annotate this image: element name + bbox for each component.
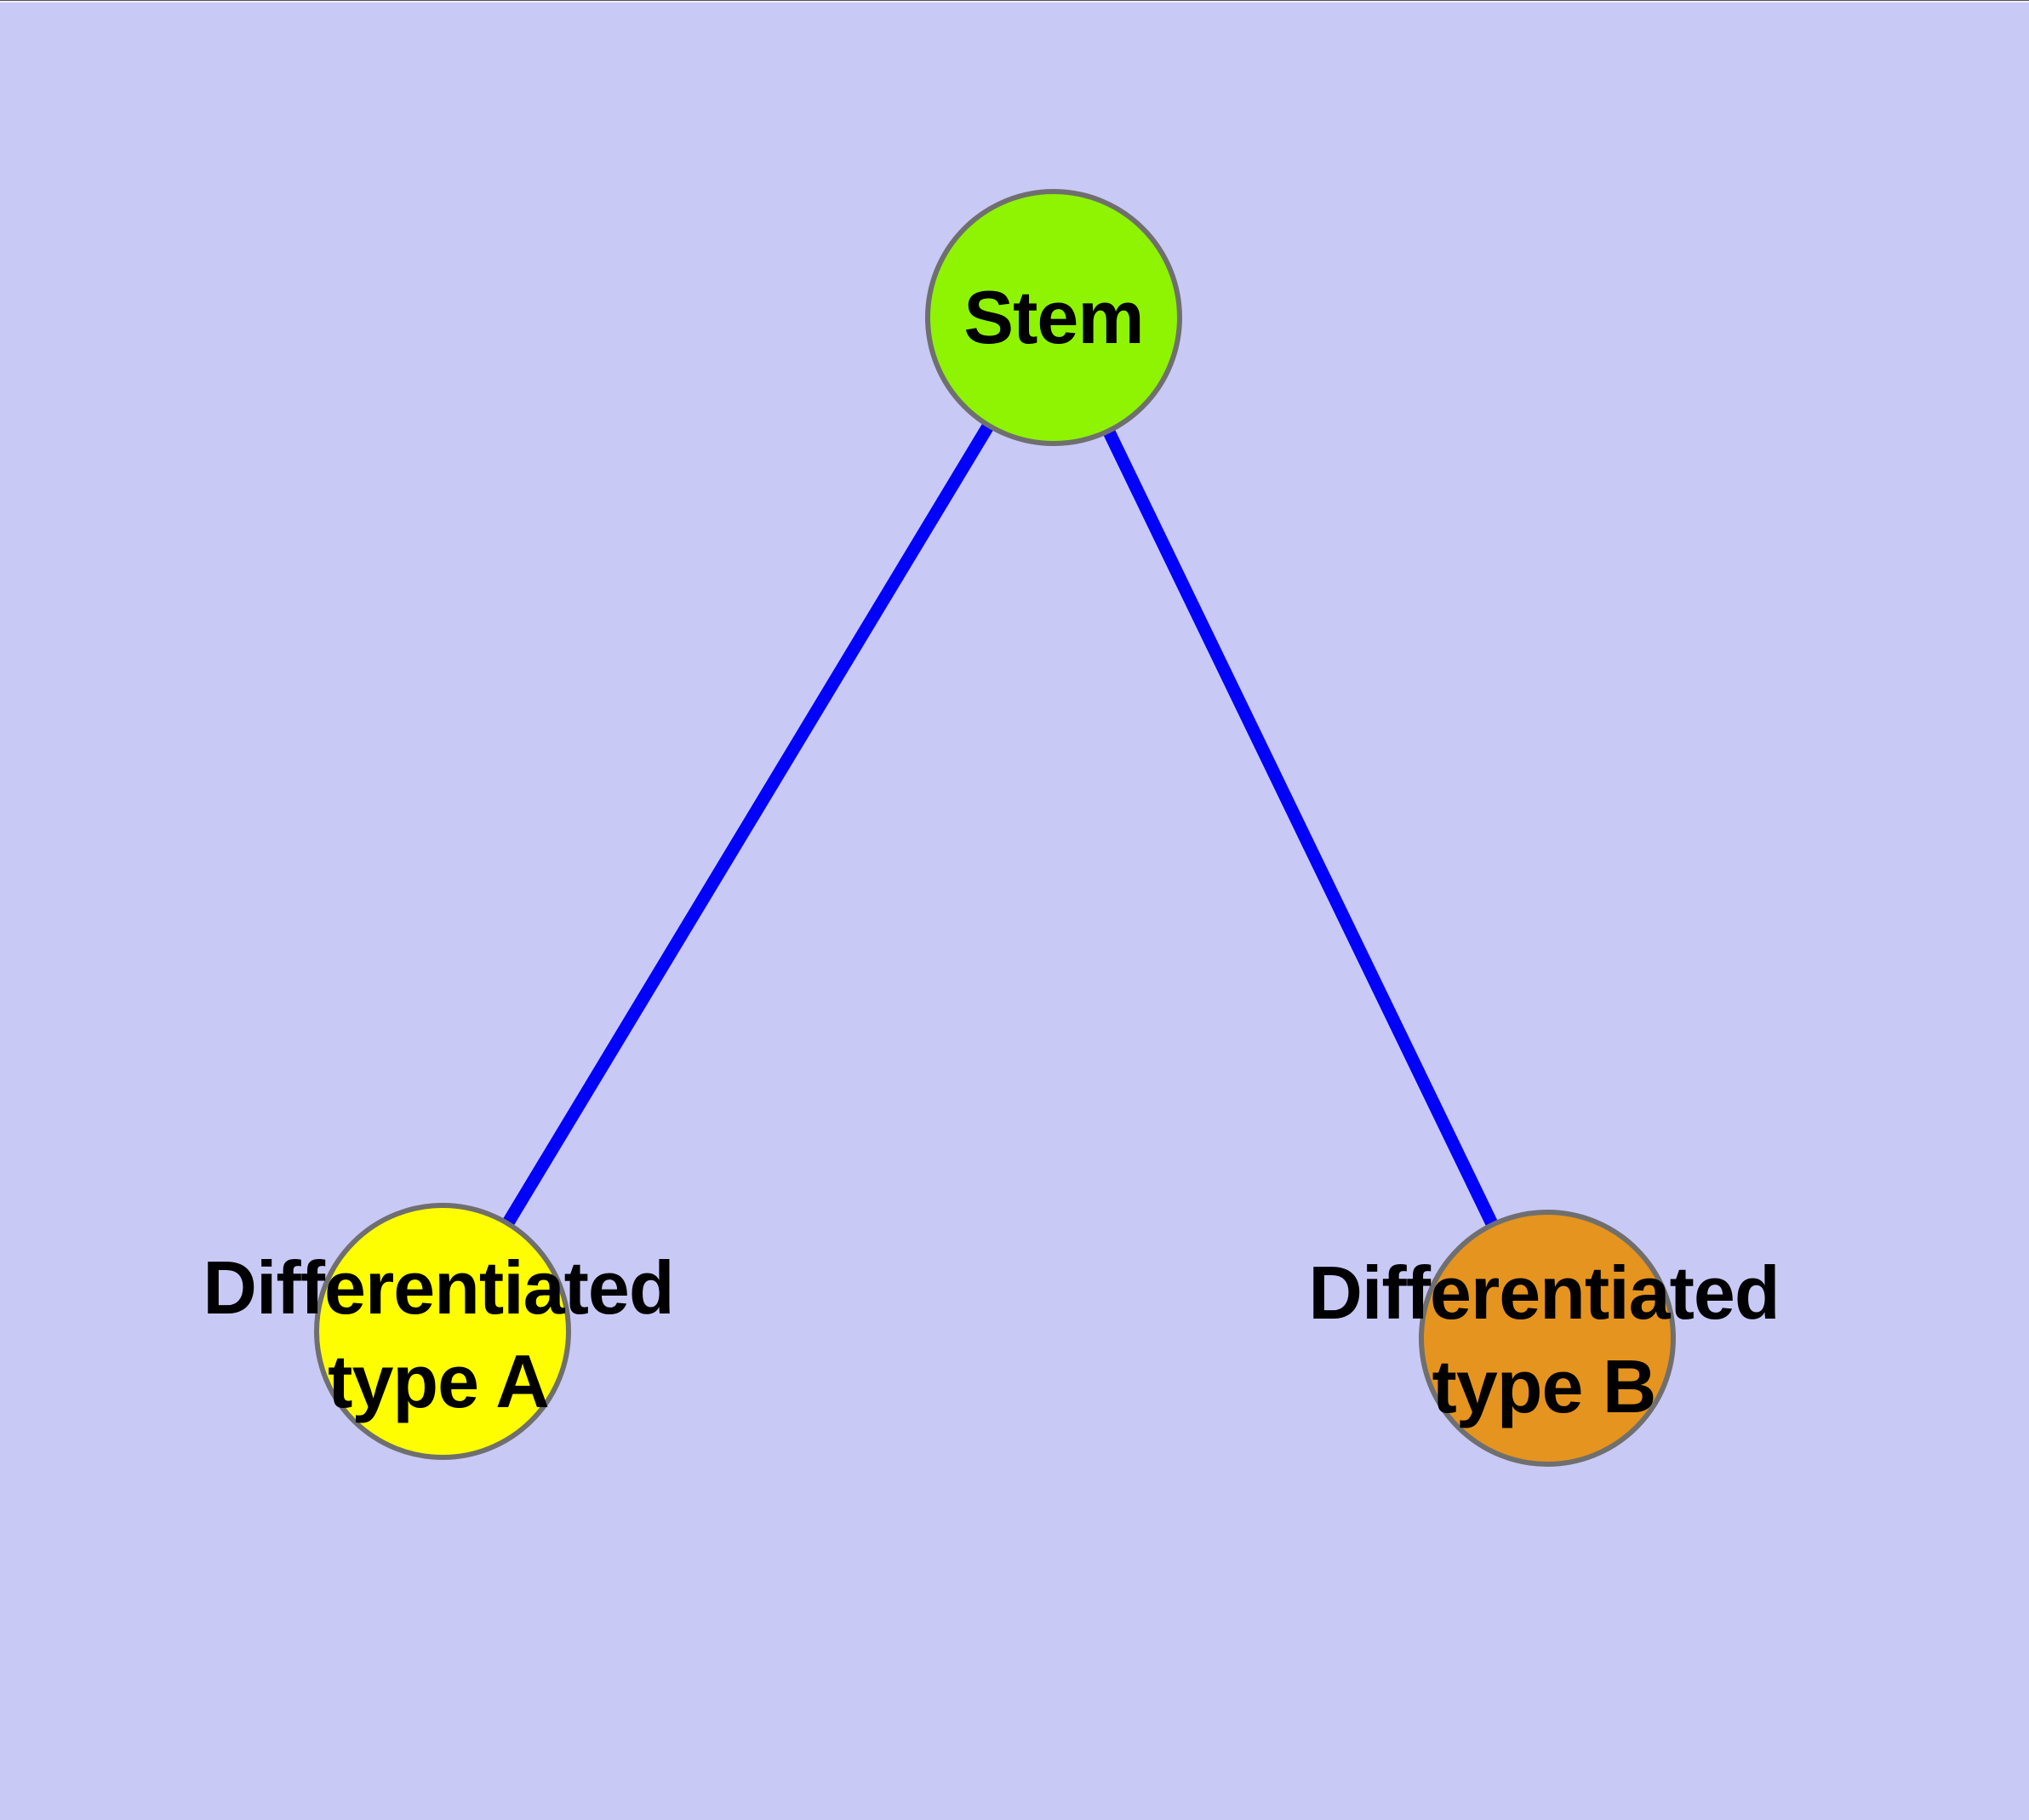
node-label-differentiated-type-a: Differentiated type A bbox=[203, 1241, 674, 1428]
node-differentiated-type-b bbox=[1419, 1210, 1676, 1467]
edge-stem-to-type-b bbox=[1048, 314, 1553, 1342]
label-line-2: type B bbox=[1432, 1344, 1657, 1428]
node-stem bbox=[925, 189, 1182, 446]
label-line-1: Differentiated bbox=[1308, 1251, 1780, 1335]
label-line-2: type A bbox=[328, 1339, 550, 1423]
label-line-1: Differentiated bbox=[203, 1245, 674, 1330]
node-label-differentiated-type-b: Differentiated type B bbox=[1308, 1246, 1780, 1434]
window-top-border bbox=[0, 0, 2029, 3]
edge-stem-to-type-a bbox=[437, 314, 1060, 1335]
node-differentiated-type-a bbox=[314, 1203, 571, 1460]
node-label-stem: Stem bbox=[963, 275, 1144, 359]
